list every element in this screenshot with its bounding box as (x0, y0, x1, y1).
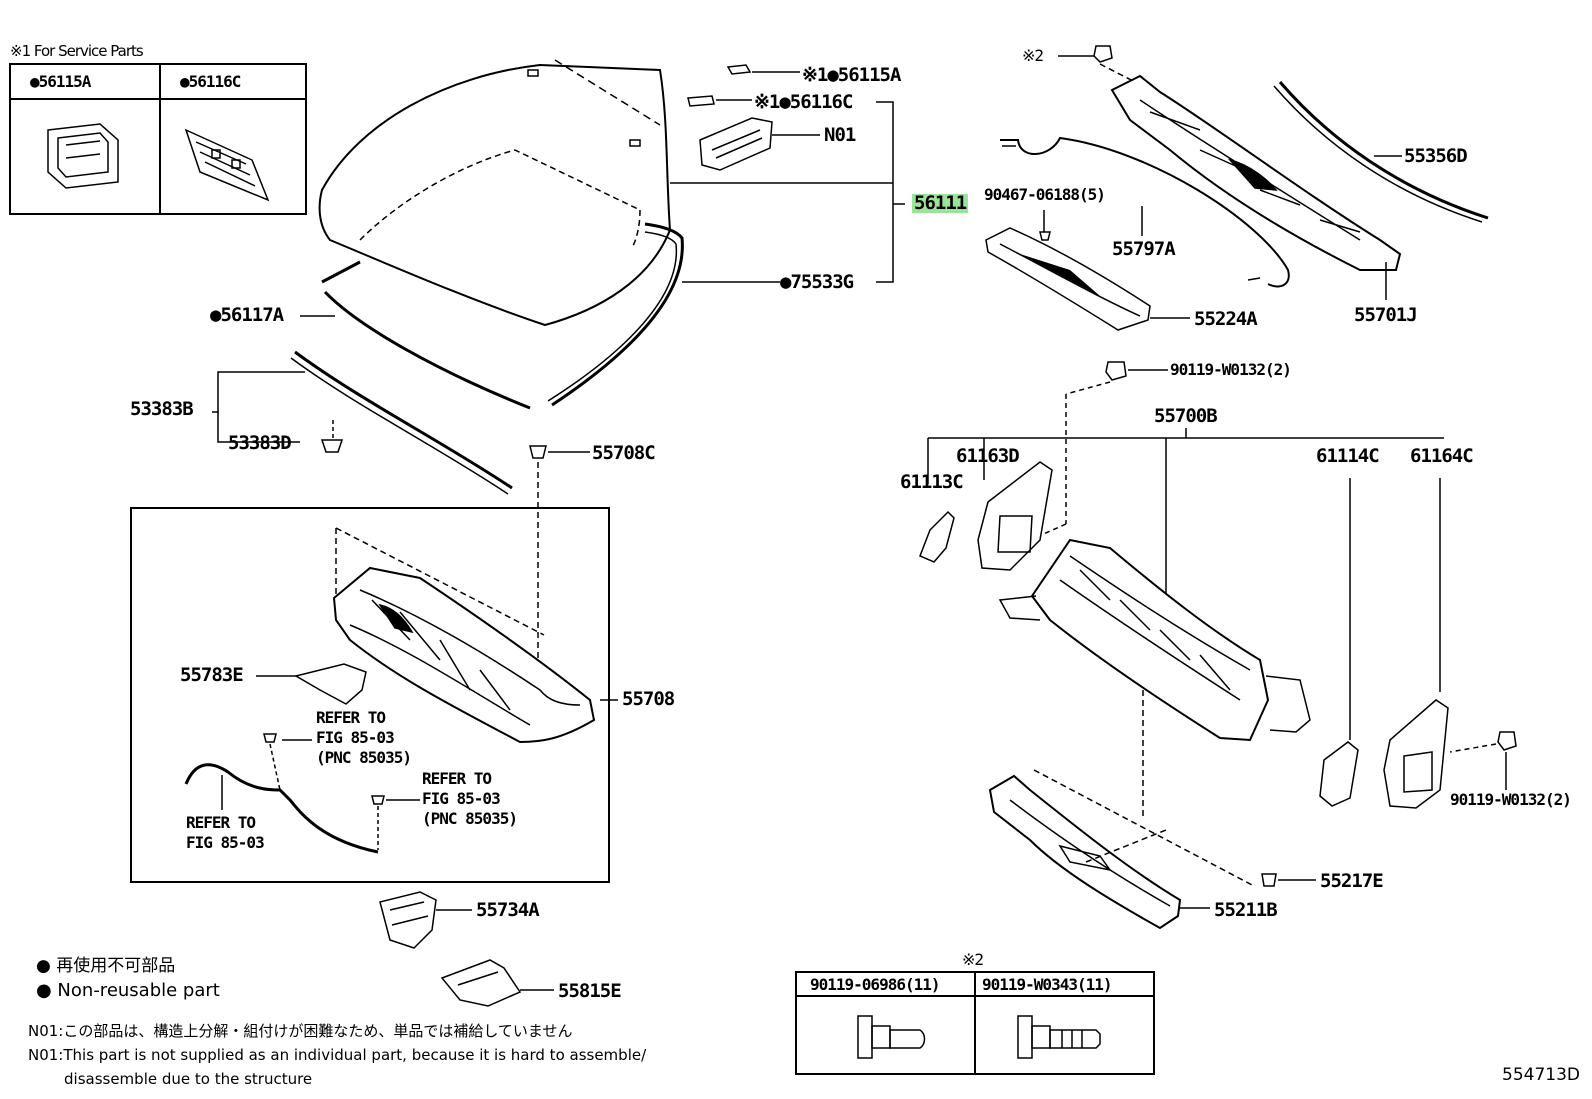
callout-61163D[interactable]: 61163D (956, 445, 1020, 467)
legend-non-reusable-en: ● Non-reusable part (36, 980, 220, 1001)
callout-56111-highlighted[interactable]: 56111 (912, 192, 969, 214)
refer-note-1-line3[interactable]: (PNC 85035) (316, 748, 412, 767)
callout-53383B[interactable]: 53383B (130, 398, 194, 420)
figure-code: 554713D (1502, 1065, 1580, 1085)
callout-note-2: ※2 (1022, 46, 1044, 65)
callout-55217E[interactable]: 55217E (1320, 870, 1384, 892)
refer-note-2-line2[interactable]: FIG 85-03 (422, 789, 501, 808)
legend-non-reusable-jp: ● 再使用不可部品 (36, 956, 176, 976)
callout-90467-06188[interactable]: 90467-06188(5) (984, 185, 1106, 204)
callout-55708C[interactable]: 55708C (592, 442, 656, 464)
refer-note-3-line2[interactable]: FIG 85-03 (186, 833, 265, 852)
callout-56116C[interactable]: ※1●56116C (754, 91, 853, 113)
callout-55797A[interactable]: 55797A (1112, 238, 1176, 260)
callout-55700B[interactable]: 55700B (1154, 405, 1218, 427)
callout-75533G[interactable]: ●75533G (780, 271, 854, 293)
refer-note-3-line1[interactable]: REFER TO (186, 813, 256, 832)
bolt-table-title: ※2 (962, 950, 984, 969)
callout-53383D[interactable]: 53383D (228, 432, 292, 454)
service-parts-title: ※1 For Service Parts (10, 42, 144, 60)
cowl-inner-panel (1110, 74, 1402, 271)
cowl-panel-assembly (998, 538, 1311, 742)
note-N01-jp: N01:この部品は、構造上分解・組付けが困難なため、単品では補給していません (28, 1022, 573, 1040)
callout-55224A[interactable]: 55224A (1194, 308, 1258, 330)
callout-55783E[interactable]: 55783E (180, 664, 244, 686)
callout-N01[interactable]: N01 (824, 124, 856, 146)
bolt-table (795, 971, 1155, 1075)
note-N01-en-line1: N01:This part is not supplied as an indi… (28, 1046, 647, 1064)
callout-61164C[interactable]: 61164C (1410, 445, 1474, 467)
refer-note-2-line1[interactable]: REFER TO (422, 769, 492, 788)
callout-90119-W0132-right[interactable]: 90119-W0132(2) (1450, 790, 1572, 809)
callout-55815E[interactable]: 55815E (558, 980, 622, 1002)
service-part-56116C-header: ●56116C (180, 72, 241, 91)
refer-note-2-line3[interactable]: (PNC 85035) (422, 809, 518, 828)
callout-61114C[interactable]: 61114C (1316, 445, 1380, 467)
callout-55734A[interactable]: 55734A (476, 899, 540, 921)
service-part-56115A-header: ●56115A (30, 72, 91, 91)
windshield-glass (318, 59, 684, 410)
refer-note-1-line2[interactable]: FIG 85-03 (316, 728, 395, 747)
callout-90119-W0132-top[interactable]: 90119-W0132(2) (1170, 360, 1292, 379)
cowl-top-panel (332, 527, 618, 744)
bolt-table-col1[interactable]: 90119-06986(11) (810, 975, 940, 994)
callout-61113C[interactable]: 61113C (900, 471, 964, 493)
callout-56117A[interactable]: ●56117A (210, 304, 284, 326)
refer-note-1-line1[interactable]: REFER TO (316, 708, 386, 727)
callout-55211B[interactable]: 55211B (1214, 899, 1278, 921)
cowl-lower-panel (988, 774, 1182, 930)
callout-55701J[interactable]: 55701J (1354, 304, 1418, 326)
service-parts-table (9, 63, 307, 215)
note-N01-en-line2: disassemble due to the structure (64, 1070, 313, 1088)
callout-55356D[interactable]: 55356D (1404, 145, 1468, 167)
callout-56115A[interactable]: ※1●56115A (802, 64, 901, 86)
bolt-table-col2[interactable]: 90119-W0343(11) (982, 975, 1112, 994)
callout-55708[interactable]: 55708 (622, 688, 675, 710)
